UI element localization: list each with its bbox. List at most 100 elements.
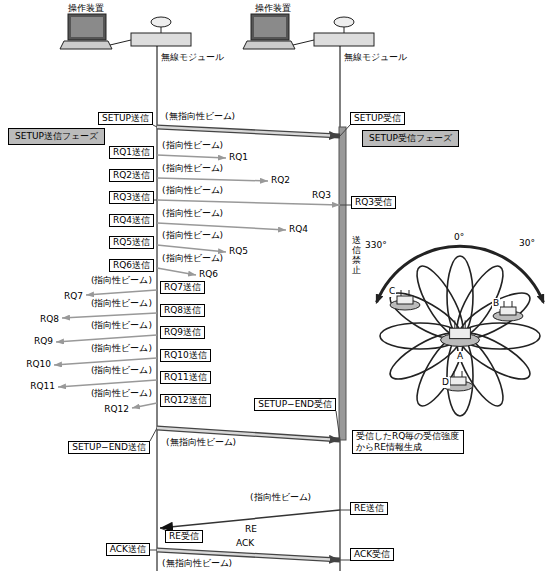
rq-arrows [54, 155, 286, 408]
box-text: RQ12送信 [164, 395, 207, 405]
attach-line [153, 125, 157, 127]
label: RQ4 [289, 224, 308, 235]
message-line [157, 127, 340, 136]
process-box: SETUP−END受信 [254, 398, 336, 411]
process-box: SETUP−END送信 [68, 441, 150, 454]
label: (指向性ビーム) [91, 320, 152, 331]
box-text: RQ4送信 [113, 215, 150, 225]
attach-line [336, 411, 340, 440]
label: D [441, 377, 450, 388]
edge-label: RQ3 [312, 190, 331, 201]
rq-arrow [157, 245, 226, 252]
attach-line [340, 125, 350, 136]
beam-lobe [447, 336, 473, 416]
beam-lobe [449, 260, 512, 342]
label: B [492, 298, 500, 309]
box-text: SETUP受信 [354, 113, 401, 123]
label: (指向性ビーム) [91, 275, 152, 286]
label: (指向性ビーム) [91, 298, 152, 309]
label: (指向性ビーム) [162, 185, 223, 196]
device-body [450, 377, 466, 385]
box-text: RE送信 [354, 503, 384, 513]
process-box: RQ12送信 [160, 394, 211, 407]
label: 操作装置 [255, 3, 291, 14]
station-right [243, 14, 374, 49]
attach-line [340, 205, 351, 206]
label: RQ10 [26, 359, 51, 370]
label: (指向性ビーム) [91, 365, 152, 376]
beam-lobe [447, 256, 473, 336]
process-box: SETUP受信 [350, 112, 405, 125]
label: (無指向性ビーム) [165, 111, 235, 122]
box-text: RQ3送信 [113, 192, 150, 202]
rq-arrow [157, 155, 226, 158]
box-text: RE受信 [169, 531, 199, 541]
label: RQ8 [40, 314, 59, 325]
process-box: RQ3送信 [109, 191, 154, 204]
rq-arrow [132, 403, 157, 408]
process-box: RQ4送信 [109, 214, 154, 227]
label: RQ6 [199, 269, 218, 280]
label: RQ5 [229, 246, 248, 257]
rq-arrow [62, 313, 157, 318]
label: A [456, 351, 464, 362]
inhibit-bar [339, 127, 346, 440]
label: (指向性ビーム) [162, 253, 223, 264]
message-line-inner [157, 127, 330, 136]
box-text: SETUP送信フェーズ [15, 131, 98, 141]
box-text: ACK送信 [110, 544, 146, 554]
device-body [450, 328, 471, 338]
label: 無線モジュール [161, 52, 224, 63]
rq-arrow [54, 358, 157, 365]
device-body [397, 296, 413, 304]
phase-box: SETUP送信フェーズ [8, 128, 105, 145]
label: 操作装置 [68, 3, 104, 14]
label: RQ7 [64, 291, 83, 302]
process-box: SETUP送信 [98, 112, 153, 125]
message-arrow [153, 125, 350, 136]
label: (無指向性ビーム) [162, 558, 232, 569]
vertical-note: 送信禁止 [352, 236, 361, 276]
box-text: SETUP受信フェーズ [369, 133, 452, 143]
attach-line [150, 550, 157, 551]
box-text: RQ3受信 [355, 197, 392, 207]
box-text: RQ11送信 [164, 372, 207, 382]
box-text: RQ5送信 [113, 237, 150, 247]
attach-line [340, 560, 350, 561]
box-text: 受信したRQ毎の受信強度からRE情報生成 [356, 431, 459, 452]
beam-lobe [409, 260, 472, 342]
attach-line [154, 200, 157, 201]
process-box: RQ11送信 [160, 371, 211, 384]
box-text: RQ2送信 [113, 170, 150, 180]
rq-arrow [56, 335, 157, 342]
rq-arrow [157, 268, 196, 275]
box-text: RQ9送信 [164, 327, 201, 337]
process-box: RQ8送信 [160, 304, 205, 317]
box-text: RQ1送信 [113, 147, 150, 157]
device-antenna [401, 290, 402, 296]
process-box: ACK受信 [350, 548, 394, 561]
process-box: ACK送信 [106, 543, 150, 556]
process-box: RQ10送信 [160, 349, 211, 362]
label: 330° [364, 240, 388, 251]
label: (無指向性ビーム) [166, 437, 236, 448]
label: RQ12 [104, 404, 129, 415]
box-text: SETUP−END受信 [258, 399, 332, 409]
label: (指向性ビーム) [91, 388, 152, 399]
process-box: RQ3受信 [351, 196, 396, 209]
attach-line [150, 428, 157, 441]
box-text: RQ6送信 [113, 260, 150, 270]
process-box: 受信したRQ毎の受信強度からRE情報生成 [352, 430, 464, 454]
device-antenna [454, 371, 455, 377]
rq-arrow [86, 290, 157, 295]
label: 30° [518, 238, 536, 249]
label: (指向性ビーム) [250, 492, 311, 503]
label: RQ2 [271, 175, 290, 186]
process-box: RQ1送信 [109, 146, 154, 159]
message-arrow [154, 200, 351, 205]
device-antenna [512, 301, 513, 307]
device-antenna [454, 320, 455, 328]
label: RQ11 [30, 381, 55, 392]
